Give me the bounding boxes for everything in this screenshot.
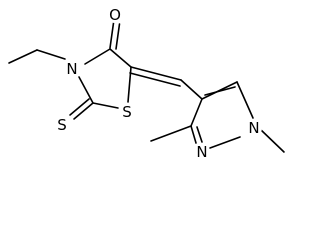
bond-c3p-methyl (150, 125, 192, 142)
pyrazole-n1-mask (246, 120, 262, 136)
bond-c5p-n1 (236, 81, 254, 119)
atom-label-layer: O N S S N N (54, 6, 262, 161)
bond-s1-c5 (127, 66, 132, 103)
bond-c3p-c4p (190, 98, 203, 127)
ring-nitrogen-label: N (66, 60, 77, 78)
bond-layer (8, 22, 285, 153)
bond-methine-pyrazole (180, 79, 203, 100)
ring-nitrogen-mask (64, 61, 80, 77)
carbonyl-oxygen-mask (107, 7, 123, 23)
bond-n1-n2 (209, 136, 241, 149)
ring-sulfur-mask (119, 104, 135, 120)
molecule-structure: O N S S N N (8, 6, 285, 161)
bond-n3-c2 (78, 76, 94, 104)
bond-n1-methyl (259, 128, 285, 153)
bond-c4p-c5p-inner (204, 86, 236, 96)
bond-n2-c3p (190, 125, 197, 144)
bond-thione-double-a (73, 102, 94, 120)
carbonyl-oxygen-label: O (109, 6, 121, 24)
pyrazole-n2-mask (194, 144, 210, 160)
bond-c2-s1 (92, 102, 119, 109)
bond-n3-ethyl-ch2 (36, 49, 66, 60)
bond-n2-c3p-inner (196, 126, 203, 143)
bond-ethyl-ch2-ch3 (8, 49, 38, 64)
bond-carbonyl-double-b (115, 23, 121, 50)
pyrazole-n1-label: N (248, 119, 259, 137)
bond-carbonyl-double-a (109, 22, 115, 49)
bond-exocyclic-double-a (130, 66, 182, 81)
bond-c4-c5 (109, 48, 132, 68)
bond-exocyclic-double-b (129, 72, 181, 87)
pyrazole-n2-label: N (196, 143, 207, 161)
ring-sulfur-label: S (122, 103, 132, 121)
bond-thione-double-b (69, 98, 90, 116)
bond-c4-n3 (84, 48, 111, 65)
thione-sulfur-label: S (57, 116, 67, 134)
thione-sulfur-mask (54, 117, 70, 133)
